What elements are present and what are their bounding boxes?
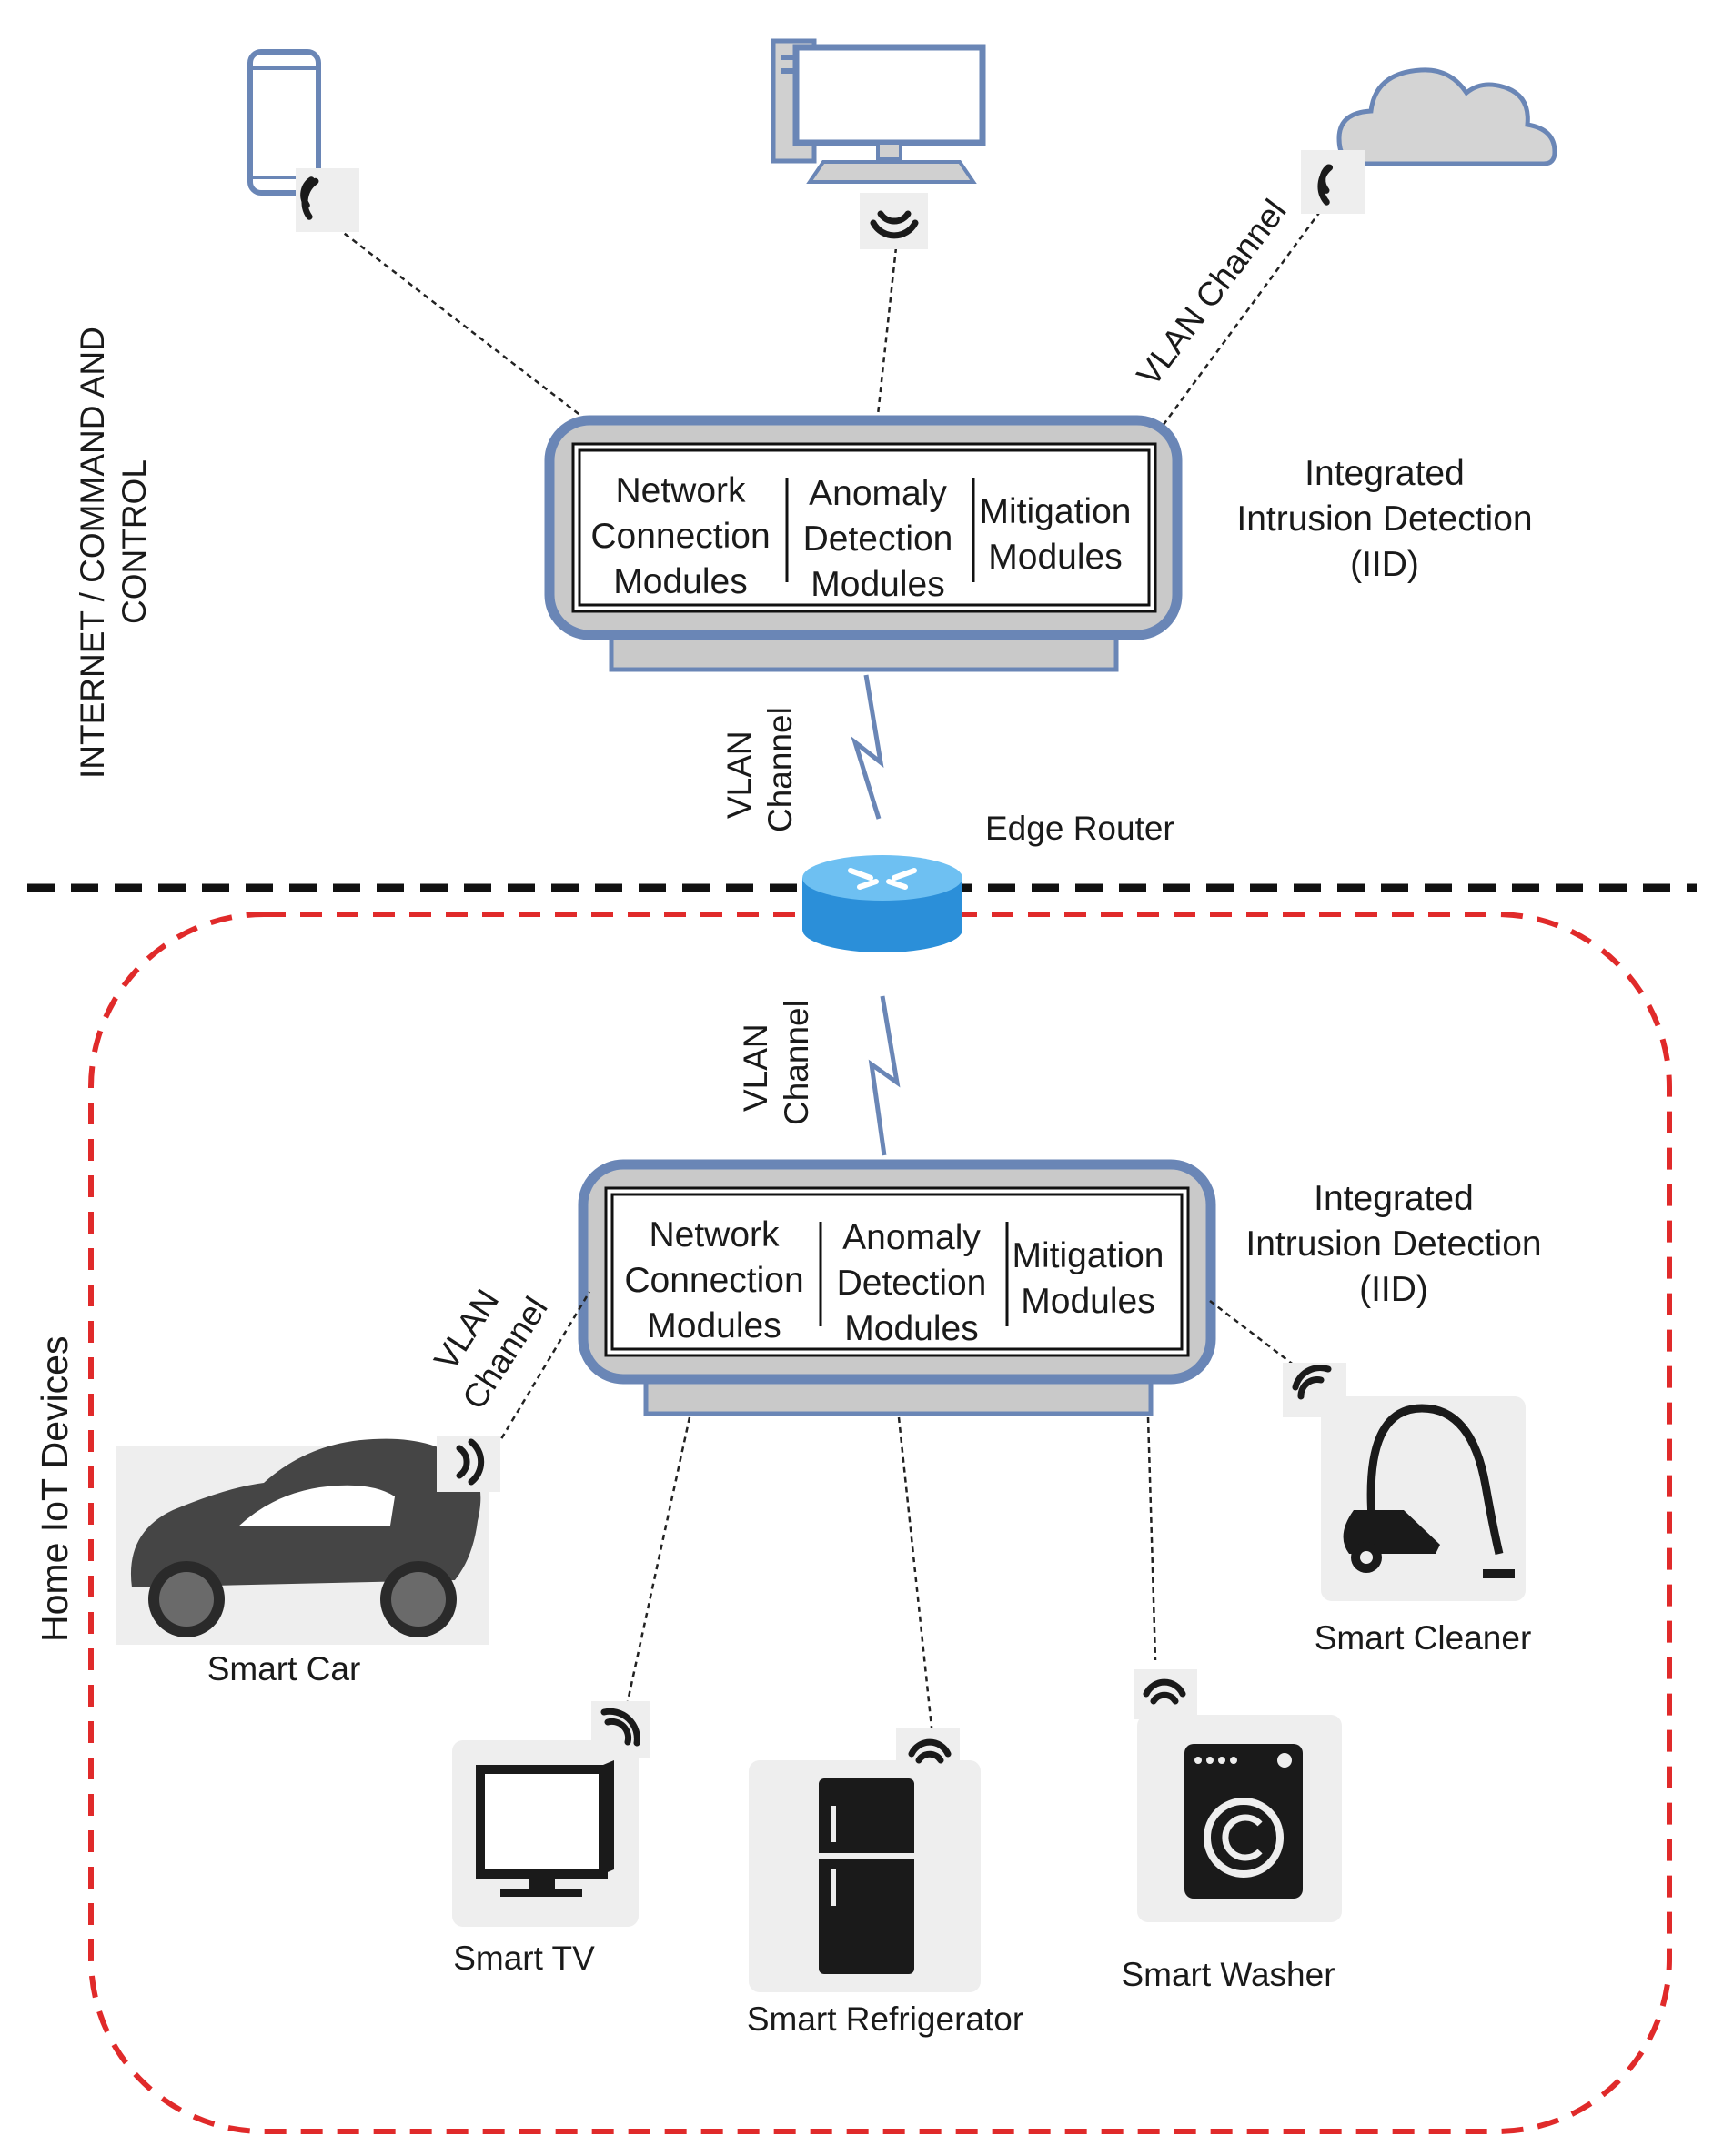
internet-zone-label: INTERNET / COMMAND AND xyxy=(74,327,111,779)
smart-washer-icon xyxy=(1137,1715,1342,1922)
top-vlan-channel-label: VLAN Channel xyxy=(720,707,799,832)
cloud-icon xyxy=(1336,67,1557,166)
iid-top-device xyxy=(544,415,1183,672)
desktop-computer-icon xyxy=(771,38,986,184)
module-label: Network xyxy=(649,1215,780,1254)
iid-bottom-network-connection-modules: Network Connection Modules xyxy=(624,1215,803,1345)
smart-car-label: Smart Car xyxy=(207,1650,361,1688)
caption-line: Integrated xyxy=(1314,1179,1474,1218)
iid-bottom-device xyxy=(578,1159,1216,1416)
smart-refrigerator-icon xyxy=(749,1760,981,1992)
fridge-link-line xyxy=(897,1416,934,1737)
internet-zone-label-line2: CONTROL xyxy=(116,459,153,624)
wifi-signal-icon xyxy=(437,1436,500,1492)
iid-top-network-connection-modules: Network Connection Modules xyxy=(590,471,770,601)
bottom-vlan-channel-label: VLAN Channel xyxy=(737,1000,815,1125)
caption-line: Intrusion Detection xyxy=(1236,499,1532,539)
module-label: Connection xyxy=(624,1261,803,1300)
smart-washer-label: Smart Washer xyxy=(1121,1956,1335,1993)
cloud-link-line xyxy=(1161,202,1328,427)
channel-label-line: VLAN xyxy=(720,730,758,819)
wifi-signal-icon xyxy=(591,1701,650,1758)
phone-link-line xyxy=(336,227,583,418)
module-label: Modules xyxy=(988,538,1122,577)
smart-cleaner-label: Smart Cleaner xyxy=(1315,1619,1532,1657)
module-label: Mitigation xyxy=(980,492,1132,531)
smart-cleaner-icon xyxy=(1321,1396,1526,1601)
car-link-line xyxy=(489,1291,591,1456)
cloud-vlan-channel-label: VLAN Channel xyxy=(1130,193,1294,393)
wireless-link-bolt xyxy=(868,995,901,1156)
module-label: Modules xyxy=(1021,1282,1154,1321)
car-vlan-channel-label: VLAN Channel xyxy=(427,1283,554,1416)
caption-line: (IID) xyxy=(1350,545,1419,584)
wifi-signal-icon xyxy=(296,168,359,232)
edge-router-label: Edge Router xyxy=(985,810,1174,847)
cleaner-link-line xyxy=(1209,1300,1304,1373)
caption-line: Intrusion Detection xyxy=(1245,1224,1541,1264)
iid-bottom-mitigation-modules: Mitigation Modules xyxy=(1013,1236,1164,1321)
iid-top-anomaly-detection-modules: Anomaly Detection Modules xyxy=(803,474,953,604)
smart-tv-icon xyxy=(452,1740,639,1927)
channel-label-line: Channel xyxy=(778,1000,815,1125)
caption-line: Integrated xyxy=(1305,454,1465,493)
module-label: Modules xyxy=(613,562,747,601)
home-iot-zone-label: Home IoT Devices xyxy=(34,1336,76,1642)
wifi-signal-icon xyxy=(1283,1363,1346,1417)
module-label: Modules xyxy=(647,1306,781,1345)
channel-label-line: Channel xyxy=(761,707,799,832)
iid-top-caption: Integrated Intrusion Detection (IID) xyxy=(1236,454,1532,584)
wifi-signal-icon xyxy=(860,193,928,249)
module-label: Modules xyxy=(811,565,944,604)
smart-car-icon xyxy=(116,1438,489,1645)
module-label: Detection xyxy=(837,1264,987,1303)
caption-line: (IID) xyxy=(1359,1270,1428,1309)
home-network-boundary xyxy=(88,912,1672,2134)
module-label: Network xyxy=(615,471,746,510)
wifi-signal-icon xyxy=(1301,150,1365,214)
wireless-link-bolt xyxy=(851,674,884,820)
washer-link-line xyxy=(1146,1416,1157,1661)
module-label: Detection xyxy=(803,519,953,559)
smartphone-icon xyxy=(247,49,321,196)
wifi-signal-icon xyxy=(1134,1669,1197,1719)
edge-router-icon xyxy=(802,855,962,952)
smart-tv-label: Smart TV xyxy=(453,1939,595,1977)
module-label: Modules xyxy=(844,1309,978,1348)
wifi-signal-icon xyxy=(896,1728,960,1778)
iid-bottom-caption: Integrated Intrusion Detection (IID) xyxy=(1245,1179,1541,1309)
iid-top-mitigation-modules: Mitigation Modules xyxy=(980,492,1132,577)
smart-refrigerator-label: Smart Refrigerator xyxy=(747,2000,1023,2038)
module-label: Connection xyxy=(590,517,770,556)
computer-link-line xyxy=(876,247,898,416)
channel-label-line: VLAN xyxy=(737,1023,774,1112)
iid-bottom-anomaly-detection-modules: Anomaly Detection Modules xyxy=(837,1218,987,1348)
module-label: Anomaly xyxy=(842,1218,981,1257)
tv-link-line xyxy=(626,1416,691,1702)
module-label: Anomaly xyxy=(809,474,947,513)
module-label: Mitigation xyxy=(1013,1236,1164,1275)
